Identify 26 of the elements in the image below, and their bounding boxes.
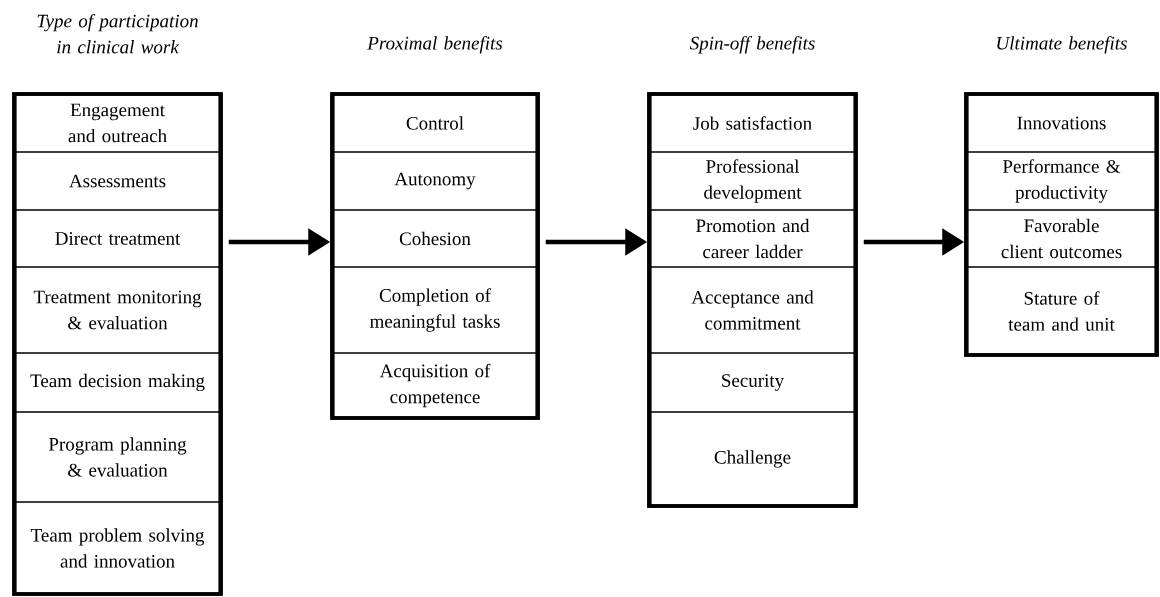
table-cell: Security bbox=[650, 352, 855, 413]
table-cell: Team problem solving and innovation bbox=[15, 501, 220, 595]
table-cell: Acceptance and commitment bbox=[650, 266, 855, 354]
table-cell: Performance & productivity bbox=[967, 151, 1156, 211]
table-cell: Favorable client outcomes bbox=[967, 209, 1156, 268]
table-cell: Acquisition of competence bbox=[333, 352, 537, 419]
table-cell: Treatment monitoring & evaluation bbox=[15, 266, 220, 354]
table-cell: Professional development bbox=[650, 151, 855, 211]
column-heading: Type of participation in clinical work bbox=[37, 13, 198, 54]
table-cell: Cohesion bbox=[333, 209, 537, 268]
table-cell: Assessments bbox=[15, 151, 220, 211]
table-cell: Completion of meaningful tasks bbox=[333, 266, 537, 354]
table-cell: Stature of team and unit bbox=[967, 266, 1156, 356]
table-cell: Engagement and outreach bbox=[15, 93, 220, 153]
column-heading: Spin-off benefits bbox=[689, 36, 815, 54]
column-heading: Ultimate benefits bbox=[997, 36, 1127, 54]
table-cell: Job satisfaction bbox=[650, 93, 855, 153]
table-cell: Challenge bbox=[650, 411, 855, 507]
table-cell: Innovations bbox=[967, 93, 1156, 153]
table-cell: Team decision making bbox=[15, 352, 220, 413]
table-cell: Promotion and career ladder bbox=[650, 209, 855, 268]
column-heading: Proximal benefits bbox=[367, 36, 503, 54]
table-cell: Direct treatment bbox=[15, 209, 220, 268]
table-cell: Autonomy bbox=[333, 151, 537, 211]
table-cell: Program planning & evaluation bbox=[15, 411, 220, 503]
table-cell: Control bbox=[333, 93, 537, 153]
